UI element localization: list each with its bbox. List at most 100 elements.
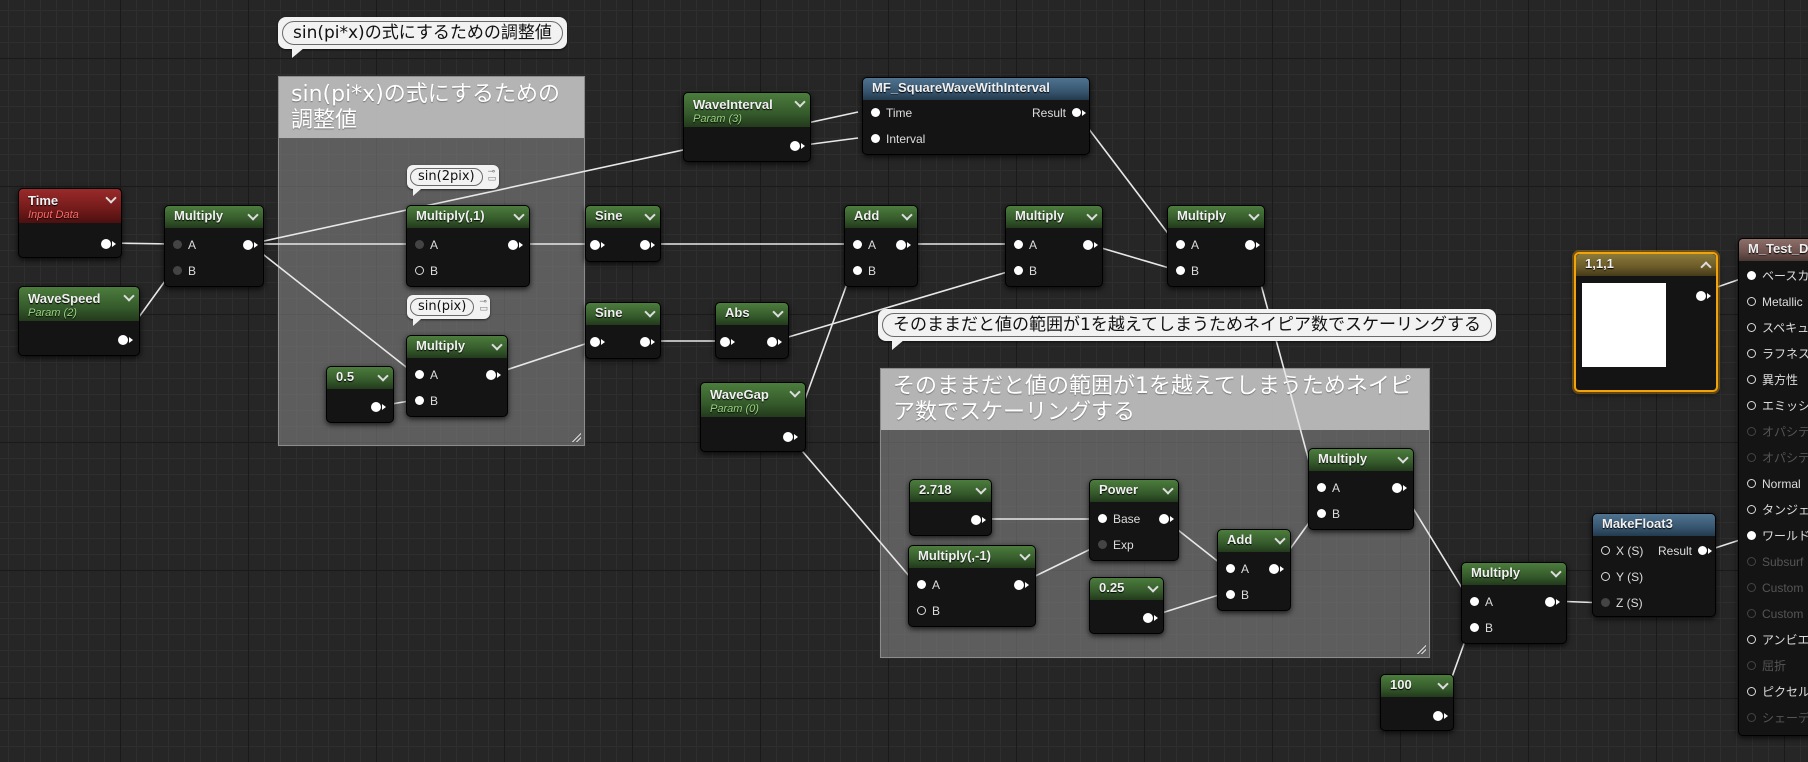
resize-grip-icon[interactable] — [1416, 644, 1426, 654]
node-header[interactable]: WaveInterval Param (3) — [684, 93, 810, 127]
output-pin[interactable] — [640, 337, 655, 347]
material-pin[interactable]: ワールド — [1747, 527, 1808, 545]
node-multiply-pi[interactable]: Multiply A B — [406, 335, 508, 417]
node-multiply-1[interactable]: Multiply(,1) A B — [406, 205, 530, 287]
node-multiply-c[interactable]: Multiply A B — [1005, 205, 1103, 287]
node-header[interactable]: WaveGap Param (0) — [701, 383, 805, 417]
input-pin[interactable] — [590, 337, 605, 347]
node-header[interactable]: 1,1,1 — [1576, 254, 1716, 276]
output-pin[interactable] — [1014, 580, 1029, 590]
output-pin[interactable] — [1696, 291, 1711, 301]
material-pin[interactable]: 異方性 — [1747, 371, 1798, 389]
chevron-down-icon[interactable] — [644, 306, 656, 318]
material-pin[interactable]: オパシテ — [1747, 423, 1808, 441]
chevron-down-icon[interactable] — [772, 306, 784, 318]
chevron-down-icon[interactable] — [1550, 566, 1562, 578]
output-pin[interactable] — [508, 240, 523, 250]
chevron-down-icon[interactable] — [377, 370, 389, 382]
chevron-down-icon[interactable] — [247, 209, 259, 221]
output-pin[interactable] — [790, 141, 805, 151]
input-pin-b[interactable]: B — [1014, 262, 1037, 280]
node-header[interactable]: MakeFloat3 — [1593, 514, 1715, 536]
output-pin[interactable] — [1392, 483, 1407, 493]
material-pin[interactable]: Custom — [1747, 579, 1803, 597]
input-pin-a[interactable]: A — [917, 576, 940, 594]
node-header[interactable]: Abs — [716, 303, 788, 325]
chevron-down-icon[interactable] — [975, 483, 987, 495]
input-pin-interval[interactable]: Interval — [871, 130, 925, 148]
node-sine-2[interactable]: Sine — [585, 302, 661, 359]
comment-bubble-sin-adjust[interactable]: sin(pi*x)の式にするための調整値 — [278, 17, 567, 58]
node-comment-bubble-multiply1[interactable]: sin(2pix) ⊸▭ — [407, 165, 499, 196]
node-header[interactable]: Add — [1218, 530, 1290, 552]
input-pin-b[interactable]: B — [173, 262, 196, 280]
output-pin[interactable] — [1269, 564, 1284, 574]
chevron-down-icon[interactable] — [789, 386, 801, 398]
node-wave-gap[interactable]: WaveGap Param (0) — [700, 382, 806, 452]
node-const-vector[interactable]: 1,1,1 — [1574, 252, 1718, 392]
output-pin[interactable] — [896, 240, 911, 250]
node-multiply-a[interactable]: Multiply A B — [164, 205, 264, 287]
material-pin[interactable]: アンビエ — [1747, 631, 1808, 649]
chevron-down-icon[interactable] — [794, 96, 806, 108]
material-pin[interactable]: ベースカ — [1747, 267, 1808, 285]
input-pin-a[interactable]: A — [1176, 236, 1199, 254]
input-pin-b[interactable]: B — [1317, 505, 1340, 523]
node-header[interactable]: Time Input Data — [19, 189, 121, 223]
node-header[interactable]: Multiply — [1006, 206, 1102, 228]
output-pin-result[interactable]: Result — [1658, 542, 1713, 560]
node-multiply-d[interactable]: Multiply A B — [1167, 205, 1265, 287]
node-header[interactable]: Multiply — [407, 336, 507, 358]
input-pin-b[interactable]: B — [917, 602, 940, 620]
node-header[interactable]: Multiply(,1) — [407, 206, 529, 228]
pin-icon[interactable]: ⊸▭ — [479, 296, 488, 313]
output-pin[interactable] — [371, 402, 386, 412]
material-pin[interactable]: エミッシ — [1747, 397, 1808, 415]
node-add-1[interactable]: Add A B — [844, 205, 918, 287]
node-header[interactable]: Multiply — [1168, 206, 1264, 228]
output-pin[interactable] — [1545, 597, 1560, 607]
input-pin-a[interactable]: A — [1470, 593, 1493, 611]
chevron-down-icon[interactable] — [901, 209, 913, 221]
material-pin[interactable]: オパシテ — [1747, 449, 1808, 467]
input-pin-b[interactable]: B — [1470, 619, 1493, 637]
material-pin[interactable]: Custom — [1747, 605, 1803, 623]
output-pin[interactable] — [1143, 613, 1158, 623]
resize-grip-icon[interactable] — [571, 432, 581, 442]
input-pin-b[interactable]: B — [415, 392, 438, 410]
output-pin[interactable] — [783, 432, 798, 442]
output-pin[interactable] — [1159, 514, 1174, 524]
output-pin[interactable] — [767, 337, 782, 347]
chevron-down-icon[interactable] — [1397, 452, 1409, 464]
node-power[interactable]: Power Base Exp — [1089, 479, 1179, 561]
chevron-down-icon[interactable] — [1248, 209, 1260, 221]
input-pin-b[interactable]: B — [853, 262, 876, 280]
material-pin[interactable]: ラフネス — [1747, 345, 1808, 363]
material-pin[interactable]: Normal — [1747, 475, 1801, 493]
material-pin[interactable]: スペキュ — [1747, 319, 1808, 337]
node-multiply-e[interactable]: Multiply A B — [1308, 448, 1414, 530]
material-pin[interactable]: ピクセル — [1747, 683, 1808, 701]
node-header[interactable]: Multiply — [165, 206, 263, 228]
output-pin[interactable] — [486, 370, 501, 380]
input-pin-b[interactable]: B — [1226, 586, 1249, 604]
output-pin[interactable] — [243, 240, 258, 250]
node-make-float3[interactable]: MakeFloat3 X (S) Y (S) Z (S) Result — [1592, 513, 1716, 617]
input-pin-a[interactable]: A — [1317, 479, 1340, 497]
input-pin-base[interactable]: Base — [1098, 510, 1140, 528]
node-header[interactable]: Multiply(,-1) — [909, 546, 1035, 568]
node-header[interactable]: 0.25 — [1090, 578, 1163, 600]
input-pin[interactable] — [590, 240, 605, 250]
input-pin-a[interactable]: A — [853, 236, 876, 254]
output-pin-result[interactable]: Result — [1032, 104, 1087, 122]
input-pin-b[interactable]: B — [1176, 262, 1199, 280]
chevron-down-icon[interactable] — [123, 290, 135, 302]
node-add-2[interactable]: Add A B — [1217, 529, 1291, 611]
node-header[interactable]: Multiply — [1309, 449, 1413, 471]
chevron-down-icon[interactable] — [1162, 483, 1174, 495]
node-header[interactable]: WaveSpeed Param (2) — [19, 287, 139, 321]
input-pin-a[interactable]: A — [1014, 236, 1037, 254]
node-const-2718[interactable]: 2.718 — [909, 479, 992, 536]
node-comment-bubble-multiplypi[interactable]: sin(pix) ⊸▭ — [407, 295, 491, 326]
output-pin[interactable] — [1433, 711, 1448, 721]
